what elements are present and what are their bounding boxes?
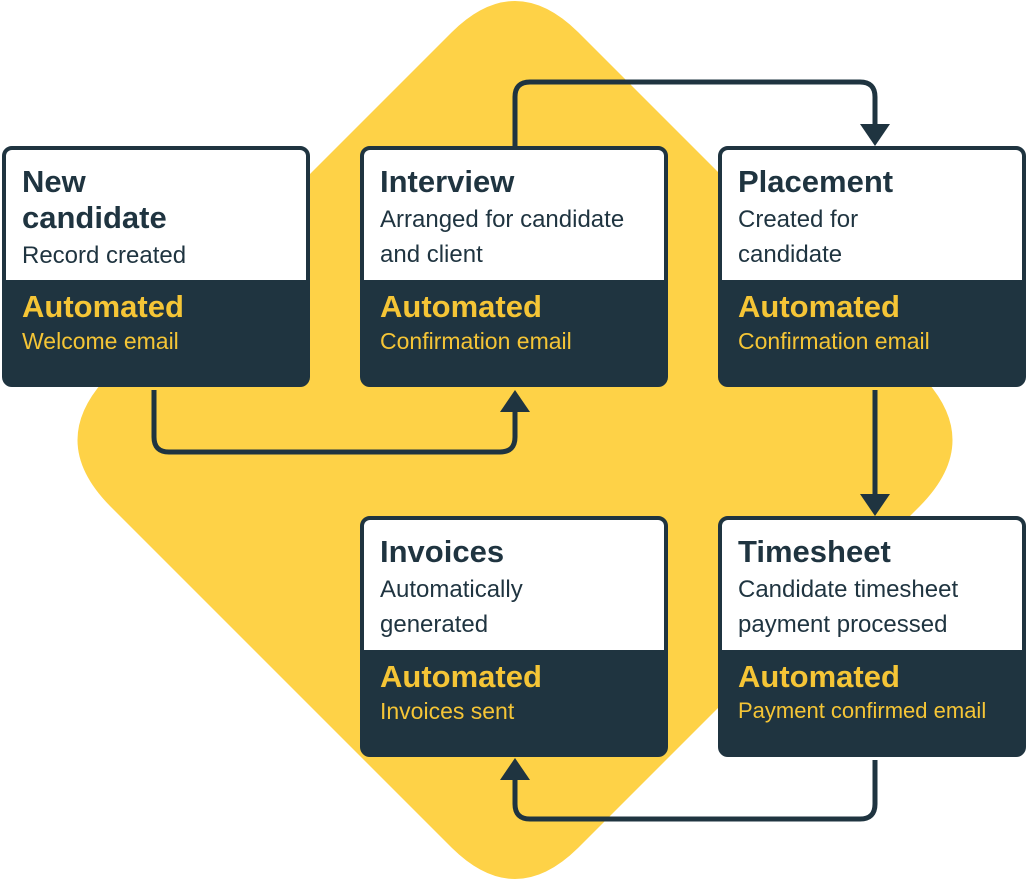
automated-label: Automated bbox=[738, 659, 900, 694]
stage-description-line: Arranged for candidate bbox=[380, 206, 625, 233]
stage-card-new-candidate: New candidate Record created Automated W… bbox=[2, 146, 310, 387]
stage-title: Invoices bbox=[380, 534, 648, 570]
arrowhead-to-interview bbox=[500, 390, 530, 412]
stage-card-invoices: Invoices Automatically generated Automat… bbox=[360, 516, 668, 757]
automated-action: Confirmation email bbox=[380, 328, 572, 354]
automated-action: Invoices sent bbox=[380, 698, 515, 724]
connector-interview-to-placement bbox=[512, 79, 878, 148]
arrowhead-to-timesheet bbox=[860, 494, 890, 516]
stage-title-line: New bbox=[22, 164, 86, 199]
stage-card-header: Placement Created for candidate bbox=[722, 150, 1022, 280]
stage-description: Automatically generated bbox=[380, 572, 648, 642]
arrowhead-to-placement bbox=[860, 124, 890, 146]
stage-description: Arranged for candidate and client bbox=[380, 202, 648, 272]
automated-action: Confirmation email bbox=[738, 328, 930, 354]
stage-description-line: and client bbox=[380, 241, 483, 268]
stage-description: Record created bbox=[22, 238, 290, 273]
stage-card-header: Invoices Automatically generated bbox=[364, 520, 664, 650]
stage-title-line: Interview bbox=[380, 164, 515, 199]
stage-card-automation: Automated Confirmation email bbox=[364, 280, 664, 383]
stage-description-line: Candidate timesheet bbox=[738, 576, 959, 603]
automated-label: Automated bbox=[22, 289, 184, 324]
stage-title: Interview bbox=[380, 164, 648, 200]
stage-title-line: Invoices bbox=[380, 534, 505, 569]
connector-new-candidate-to-interview bbox=[151, 390, 518, 455]
stage-title: New candidate bbox=[22, 164, 290, 236]
stage-description-line: candidate bbox=[738, 241, 843, 268]
stage-card-interview: Interview Arranged for candidate and cli… bbox=[360, 146, 668, 387]
stage-card-automation: Automated Confirmation email bbox=[722, 280, 1022, 383]
automated-label: Automated bbox=[380, 659, 542, 694]
stage-card-header: Timesheet Candidate timesheet payment pr… bbox=[722, 520, 1022, 650]
stage-card-timesheet: Timesheet Candidate timesheet payment pr… bbox=[718, 516, 1026, 757]
stage-card-placement: Placement Created for candidate Automate… bbox=[718, 146, 1026, 387]
automated-action: Payment confirmed email bbox=[738, 698, 987, 723]
stage-description: Candidate timesheet payment processed bbox=[738, 572, 1006, 642]
stage-title-line: Placement bbox=[738, 164, 894, 199]
stage-card-automation: Automated Welcome email bbox=[6, 280, 306, 383]
stage-description-line: payment processed bbox=[738, 611, 948, 638]
stage-description-line: generated bbox=[380, 611, 489, 638]
stage-title: Timesheet bbox=[738, 534, 1006, 570]
stage-card-header: Interview Arranged for candidate and cli… bbox=[364, 150, 664, 280]
stage-title-line: candidate bbox=[22, 200, 167, 235]
stage-card-header: New candidate Record created bbox=[6, 150, 306, 280]
stage-description-line: Automatically bbox=[380, 576, 523, 603]
stage-card-automation: Automated Payment confirmed email bbox=[722, 650, 1022, 753]
stage-card-automation: Automated Invoices sent bbox=[364, 650, 664, 753]
stage-description-line: Created for bbox=[738, 206, 859, 233]
stage-title: Placement bbox=[738, 164, 1006, 200]
connector-timesheet-to-invoices bbox=[512, 760, 878, 822]
automated-label: Automated bbox=[380, 289, 542, 324]
arrowhead-to-invoices bbox=[500, 758, 530, 780]
stage-description-line: Record created bbox=[22, 242, 187, 269]
automated-action: Welcome email bbox=[22, 328, 179, 354]
stage-title-line: Timesheet bbox=[738, 534, 891, 569]
automated-label: Automated bbox=[738, 289, 900, 324]
stage-description: Created for candidate bbox=[738, 202, 1006, 272]
